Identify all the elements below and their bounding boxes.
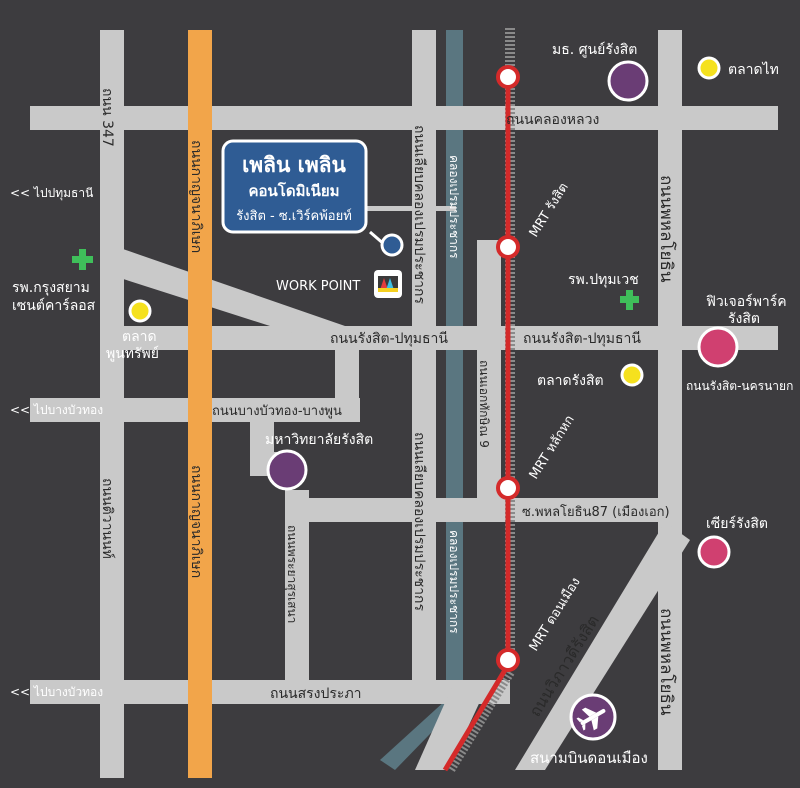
station-marker-don-mueang[interactable]	[496, 648, 520, 672]
hospital-left-label-line1: รพ.กรุงสยาม	[12, 280, 90, 296]
road-label-khlong-prem-top: ถนนเลียบคลองเปรมประชากร	[411, 125, 427, 304]
market-rangsit-label: ตลาดรังสิต	[537, 373, 604, 389]
project-title: เพลิน เพลิน	[242, 153, 346, 177]
airport-marker[interactable]	[569, 693, 617, 741]
station-marker-rangsit-top[interactable]	[496, 65, 520, 89]
road-diagonal-west	[120, 248, 345, 350]
hospital-right-label: รพ.ปทุมเวช	[568, 272, 639, 288]
road-khlong-prem	[412, 30, 436, 680]
direction-bang-bua-thong-2: << ไปบางบัวทอง	[10, 685, 103, 699]
university-top-marker[interactable]	[607, 60, 649, 102]
project-location: รังสิต - ซ.เวิร์คพ้อยท์	[236, 208, 352, 224]
direction-pathum-thani: << ไปปทุมธานี	[10, 186, 93, 201]
road-label-khlong-luang: ถนนคลองหลวง	[506, 112, 599, 128]
project-subtitle: คอนโดมิเนียม	[248, 181, 339, 200]
roads	[30, 30, 778, 778]
workpoint-logo[interactable]	[374, 270, 402, 298]
market-poon-marker[interactable]	[128, 299, 152, 323]
rail-line	[442, 28, 515, 773]
rangsit-univ-marker[interactable]	[266, 449, 308, 491]
market-thai-marker[interactable]	[697, 56, 721, 80]
canal-label-top: คลองเปรมประชากร	[447, 155, 461, 259]
hospital-right-icon	[620, 290, 639, 310]
road-workpoint-spur	[366, 206, 456, 211]
road-label-soi-phahon-87: ซ.พหลโยธิน87 (เมืองเอก)	[522, 504, 670, 520]
market-thai-label: ตลาดไท	[728, 61, 779, 78]
road-label-kanchana-bottom: ถนนกาญจนาภิเษก	[188, 465, 204, 578]
project-location-pin-icon[interactable]	[380, 233, 404, 257]
road-label-song-prapha: ถนนสรงประภา	[270, 686, 362, 702]
station-marker-rangsit[interactable]	[496, 235, 520, 259]
road-label-phahon-bottom: ถนนพหลโยธิน	[656, 608, 677, 716]
rangsit-univ-label: มหาวิทยาลัยรังสิต	[265, 432, 373, 448]
zeer-marker[interactable]	[697, 535, 731, 569]
road-label-phraya-surasena: ถนนพระยาสุรเสนา	[284, 525, 299, 623]
road-label-soi-9: ถนนเอกทักษิณ 9	[477, 360, 491, 448]
road-soi-9	[477, 240, 501, 510]
station-marker-lak-hok[interactable]	[496, 476, 520, 500]
road-label-rangsit-pathum-left: ถนนรังสิต-ปทุมธานี	[330, 331, 448, 347]
future-park-marker[interactable]	[697, 326, 739, 368]
road-phahonyothin	[658, 30, 682, 770]
road-rangsit-pathum	[120, 326, 778, 350]
road-label-tiwanon: ถนนติวานนท์	[99, 478, 116, 559]
canal-label-bottom: คลองเปรมประชากร	[447, 530, 461, 634]
road-song-prapha	[30, 680, 510, 704]
hospital-left-label-line2: เซนต์คาร์ลอส	[12, 297, 96, 314]
hospital-left-icon	[72, 249, 93, 270]
road-label-phahon-top: ถนนพหลโยธิน	[656, 175, 677, 283]
work-point-label: WORK POINT	[276, 279, 360, 294]
road-label-rangsit-nakhon: ถนนรังสิต-นครนายก	[686, 379, 793, 393]
highway-kanchanaphisek	[188, 30, 212, 778]
road-label-kanchana-top: ถนนกาญจนาภิเษก	[188, 140, 204, 253]
airplane-icon	[576, 707, 606, 731]
road-label-khlong-prem-bottom: ถนนเลียบคลองเปรมประชากร	[411, 432, 427, 611]
university-top-label: มธ. ศูนย์รังสิต	[552, 41, 637, 58]
road-label-347: ถนน 347	[99, 88, 115, 147]
market-poon-label-line1: ตลาด	[122, 329, 157, 345]
airport-label: สนามบินดอนเมือง	[530, 749, 648, 767]
road-label-bang-bua-thong: ถนนบางบัวทอง-บางพูน	[212, 404, 342, 419]
market-poon-label-line2: พูนทรัพย์	[106, 345, 159, 362]
road-south-diagonal	[415, 680, 490, 770]
market-rangsit-marker[interactable]	[620, 363, 644, 387]
road-khlong-luang	[30, 106, 778, 130]
direction-bang-bua-thong-1: << ไปบางบัวทอง	[10, 403, 103, 417]
project-callout[interactable]: เพลิน เพลิน คอนโดมิเนียม รังสิต - ซ.เวิร…	[221, 139, 368, 234]
future-park-label-line1: ฟิวเจอร์พาร์ค	[706, 293, 787, 310]
road-soi-phahon-87	[285, 498, 665, 522]
road-connector	[335, 340, 359, 405]
road-label-rangsit-pathum-right: ถนนรังสิต-ปทุมธานี	[523, 331, 641, 347]
future-park-label-line2: รังสิต	[728, 311, 760, 327]
zeer-label: เซียร์รังสิต	[706, 515, 768, 532]
road-vibhavadi	[515, 522, 690, 770]
